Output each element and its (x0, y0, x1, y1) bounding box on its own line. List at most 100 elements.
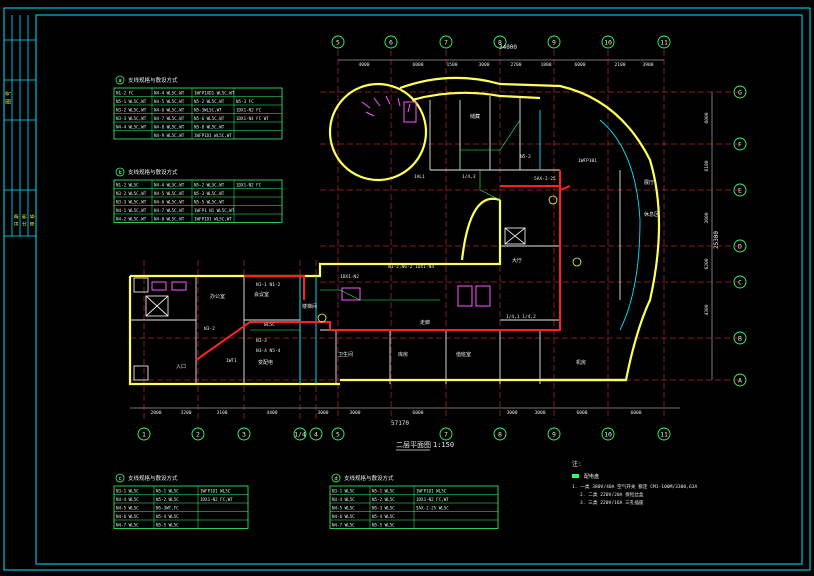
table-cell: N4-2 WL5C,WT (116, 216, 147, 221)
axis-bubble-right-label: B (738, 334, 742, 342)
table-cell: N4-7 WL5C,WT (154, 208, 185, 213)
table-cell: N5-5 WL5C (156, 522, 179, 527)
table-cell: 1WFP1D1 WL5C (416, 488, 447, 493)
table-cell: N4-8 WL5C,WT (154, 124, 185, 129)
table-badge: d (334, 476, 337, 482)
table-cell: 1DX1-N2 FC,WT (200, 497, 233, 502)
axis-bubble-bottom-label: 1/4 (294, 430, 306, 438)
dimension-label: 3000 (317, 410, 328, 416)
table-cell: N4-1 WL5C,WT (116, 208, 147, 213)
table-cell: N4-5 WL5C,WT (154, 191, 185, 196)
table-cell: 1WFP1D1 WL5C,WT (194, 133, 232, 138)
table-cell: 1WFP1XD1 WL5C,WT (194, 90, 235, 95)
axis-bubble-bottom-label: 9 (552, 430, 556, 438)
table-cell: N5-6 WL5C,WT (194, 116, 225, 121)
axis-bubble-bottom: 1/4 (293, 427, 307, 441)
table-cell: N4-8 WL5C,WT (154, 216, 185, 221)
table-title: 支线规格与敷设方式 (128, 168, 178, 176)
room-label: 库房 (398, 351, 408, 358)
table-cell: N5-3 WL5C (372, 505, 395, 510)
notes-line-2: 2. 二类 220V/20A 保险丝盒 (580, 491, 644, 498)
axis-bubble-bottom: 1 (137, 427, 151, 441)
axis-bubble-bottom: 10 (601, 427, 615, 441)
table-cell: N3-3 WL5C,WT (116, 116, 147, 121)
table-cell: N4-4 WL5C,WT (116, 124, 147, 129)
axis-bubble-top-label: 9 (552, 38, 556, 46)
title-block-row2b: 比 例 (21, 214, 28, 226)
table-badge: b (118, 170, 121, 176)
table-cell: 1DX1-N2 FC,WT (416, 497, 449, 502)
room-label: 走廊 (420, 319, 430, 326)
dimension-label: 3100 (216, 410, 227, 416)
table-cell: N4-4 WL5C,WT (154, 90, 185, 95)
lighting-fixtures (151, 95, 491, 307)
table-cell: N3-2 WL5C,WT (116, 191, 147, 196)
table-cell: N5-3WT,FC (156, 505, 179, 510)
table-cell: 1DX1-N2 FC (236, 182, 262, 187)
dimension-label: 3000 (349, 410, 360, 416)
axis-bubble-top-label: 11 (660, 38, 668, 46)
dimension-label: 2800 (150, 410, 161, 416)
notes-line-3: 3. 三类 220V/16A 三孔插座 (580, 499, 644, 506)
title-block-row1: 图 号 (6, 91, 12, 104)
axis-bubble-top: 7 (439, 35, 453, 49)
device-tags: 1WFP101 N1-2,N6-2 1DX1-N4 1/4,3 1/4,1 1/… (204, 154, 597, 364)
dimension-label: 2700 (510, 62, 521, 68)
axis-bubble-bottom-label: 5 (336, 430, 340, 438)
axis-bubble-bottom: 5 (331, 427, 345, 441)
notes-legend-label: 配电盘 (584, 473, 599, 480)
table-cell: N5-3WL5C,WT (194, 107, 222, 112)
dimension-label: 3000 (534, 410, 545, 416)
axis-bubble-top: 8 (493, 35, 507, 49)
table-cell: N4-6 WL5C (116, 514, 139, 519)
table-cell: N3-1 WL5C (116, 488, 139, 493)
device-tag: 1/4,3 (462, 174, 476, 180)
table-title: 支线规格与敷设方式 (344, 474, 394, 482)
axis-bubble-top-label: 6 (389, 38, 393, 46)
dimension-label: 3000 (506, 410, 517, 416)
table-cell: N4-5 WL5C (332, 505, 355, 510)
drawing-frame (3, 7, 811, 571)
table-cell: 1WFP1D1 WL5C,WT (194, 216, 232, 221)
dimension-label: 6000 (704, 112, 710, 123)
table-cell: N4-5 WL5C (116, 505, 139, 510)
device-tag: N3-3 (256, 338, 267, 344)
room-label: 储藏 (470, 113, 480, 120)
table-cell: N4-6 WL5C,WT (154, 199, 185, 204)
room-label: 楼梯间 (302, 303, 317, 310)
dimension-label: 6000 (630, 410, 641, 416)
plan-markers (317, 195, 582, 323)
table-cell: 5AX-2-25 WL5C (416, 505, 449, 510)
device-tag: 1WFP101 (578, 158, 597, 164)
axis-bubble-top-label: 10 (604, 38, 612, 46)
axis-bubble-top: 5 (331, 35, 345, 49)
axis-bubble-bottom-label: 10 (604, 430, 612, 438)
device-tag: N1-1 N1-2 (256, 282, 281, 288)
table-cell: N4-4 WL5C (116, 497, 139, 502)
table-cell: N3-2 WL5C,WT (116, 107, 147, 112)
dimension-label: 6000 (574, 62, 585, 68)
axis-bubble-top-label: 5 (336, 38, 340, 46)
axis-bubble-bottom: 4 (309, 427, 323, 441)
table-cell: N1-2 WL5C (116, 182, 139, 187)
axis-bubble-right-label: A (738, 376, 742, 384)
device-tag: N3-2 (204, 326, 215, 332)
table-cell: N4-6 WL5C,WT (154, 107, 185, 112)
axis-bubble-bottom-label: 8 (498, 430, 502, 438)
dimension-label: 1800 (540, 62, 551, 68)
table-cell: N3-1 WL5C (332, 488, 355, 493)
notes-heading: 注: (572, 460, 582, 468)
device-tag: 1WT1 (226, 358, 237, 364)
axis-bubble-bottom-label: 1 (142, 430, 146, 438)
axis-bubble-bottom: 8 (493, 427, 507, 441)
axis-bubble-right-label: E (738, 186, 742, 194)
title-block-row2a: 日 期 (14, 214, 20, 226)
notes-line-1: 1. 一类 380V/40A 空气开关 额定 CM1-100M/3300,63A (572, 483, 697, 490)
table-badge: c (118, 476, 121, 482)
dimension-label: 6000 (412, 62, 423, 68)
axis-bubble-bottom: 2 (191, 427, 205, 441)
device-tag: N5-2 (520, 154, 531, 160)
